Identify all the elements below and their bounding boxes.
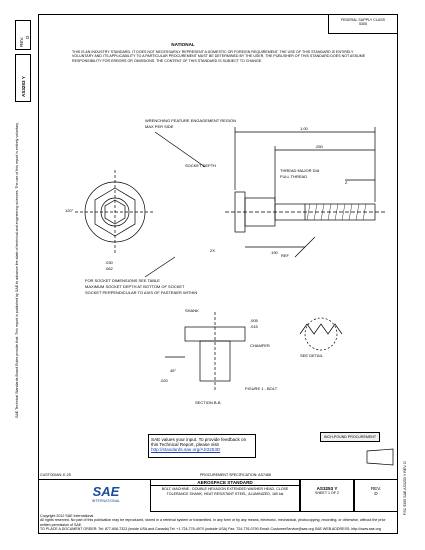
left-doc-number: AS3253 Y	[21, 76, 26, 97]
right-side-strip-text: FSC 5305 SAE AS3253 Y REV. D	[403, 461, 407, 515]
callout-ref: REF	[281, 253, 290, 258]
dim-head-height: .190	[270, 250, 279, 255]
left-rev-label: REV.	[19, 36, 24, 47]
sae-logo: SAE INTERNATIONAL	[88, 484, 124, 510]
dim-z: Z	[345, 180, 348, 185]
dim-chamfer-angle: 45°	[170, 368, 176, 373]
figure-caption: FIGURE 1 - BOLT	[245, 386, 278, 391]
callout-socket-depth: SOCKET DEPTH	[185, 163, 216, 168]
callout-full-thread: FULL THREAD	[280, 174, 307, 179]
notice-text: THIS IS AN INDUSTRY STANDARD. IT DOES NO…	[72, 50, 366, 63]
standard-description: BOLT, MACHINE - DOUBLE HEXAGON EXTENDED …	[161, 487, 289, 496]
footer-copyright: Copyright 2012 SAE International	[40, 514, 94, 518]
dim-length: 1.00	[300, 126, 309, 131]
fsc-header-box: FEDERAL SUPPLY CLASS 5305	[328, 14, 398, 34]
callout-thread-major: THREAD MAJOR DIA	[280, 168, 320, 173]
callout-chamfer: CHAMFER	[250, 343, 270, 348]
dim-thread-len: .250	[315, 144, 324, 149]
callout-wrench: WRENCHING FEATURE ENGAGEMENT REGION	[145, 118, 236, 123]
rev-box: REV. D	[354, 479, 398, 512]
callout-socket-table: FOR SOCKET DIMENSIONS SEE TABLE	[85, 278, 160, 283]
left-rev-value: D	[25, 35, 30, 39]
footer: Copyright 2012 SAE International All rig…	[40, 514, 390, 532]
rev-label: REV.	[370, 486, 382, 491]
doc-number: AS3253 Y	[316, 486, 338, 491]
page-title: NATIONAL	[171, 42, 195, 47]
dim-socket-1: .030	[105, 260, 114, 265]
thread-detail	[299, 323, 343, 335]
dim-runout: .005	[250, 318, 259, 323]
callout-shank: SHANK	[185, 308, 199, 313]
feedback-text: SAE values your input. To provide feedba…	[151, 437, 247, 448]
sae-logo-text: SAE	[92, 484, 120, 499]
left-side-strip: SAE Technical Standards Board Rules prov…	[15, 118, 35, 418]
dim-fillet: .020	[160, 378, 169, 383]
dim-angle: 120°	[65, 208, 74, 213]
doc-number-box: AS3253 Y SHEET 1 OF 2	[300, 479, 354, 512]
drawing-frame	[38, 14, 398, 534]
fsc-line2: 5305	[359, 22, 367, 27]
footer-contact: TO PLACE A DOCUMENT ORDER: Tel: 877-606-…	[40, 527, 381, 532]
title-block: AEROSPACE STANDARD BOLT, MACHINE - DOUBL…	[150, 479, 300, 512]
footer-rights: All rights reserved. No part of this pub…	[40, 518, 386, 527]
feedback-link[interactable]: http://standards.sae.org/AS3253D	[151, 447, 221, 453]
fsc-line1: FEDERAL SUPPLY CLASS	[340, 18, 386, 22]
procurement-spec-text: PROCUREMENT SPECIFICATION: AS7468	[200, 473, 271, 477]
callout-max-per-side: MAX PER SIDE	[145, 124, 174, 129]
right-side-strip: FSC 5305 SAE AS3253 Y REV. D	[401, 310, 413, 520]
callout-see-detail: SEE DETAIL	[300, 353, 324, 358]
callout-socket-perp: SOCKET PERPENDICULAR TO AXIS OF FASTENER…	[85, 290, 197, 295]
taper-icon	[366, 448, 394, 466]
sae-logo-sub: INTERNATIONAL	[91, 499, 121, 503]
rev-value: D	[374, 491, 378, 497]
dim-runout-2: .015	[250, 324, 259, 329]
inch-pound-box: INCH-POUND PROCUREMENT	[320, 432, 380, 442]
callout-max-socket-depth: MAXIMUM SOCKET DEPTH AT BOTTOM OF SOCKET	[85, 284, 185, 289]
dim-2x: 2X	[210, 248, 215, 253]
left-doc-box: AS3253 Y	[15, 54, 31, 102]
standard-heading: AEROSPACE STANDARD	[151, 480, 299, 487]
dim-socket-2: .062	[105, 266, 114, 271]
feedback-box: SAE values your input. To provide feedba…	[148, 434, 256, 458]
sheet-number: SHEET 1 OF 2	[315, 491, 339, 496]
left-side-strip-text: SAE Technical Standards Board Rules prov…	[15, 122, 19, 418]
left-rev-box: REV. D	[15, 20, 31, 50]
socket-outline	[104, 199, 126, 225]
section-bb-label: SECTION B-B	[195, 400, 221, 405]
custodian-text: CUSTODIAN: E-25	[40, 473, 71, 477]
bolt-drawing: WRENCHING FEATURE ENGAGEMENT REGION MAX …	[65, 118, 385, 405]
